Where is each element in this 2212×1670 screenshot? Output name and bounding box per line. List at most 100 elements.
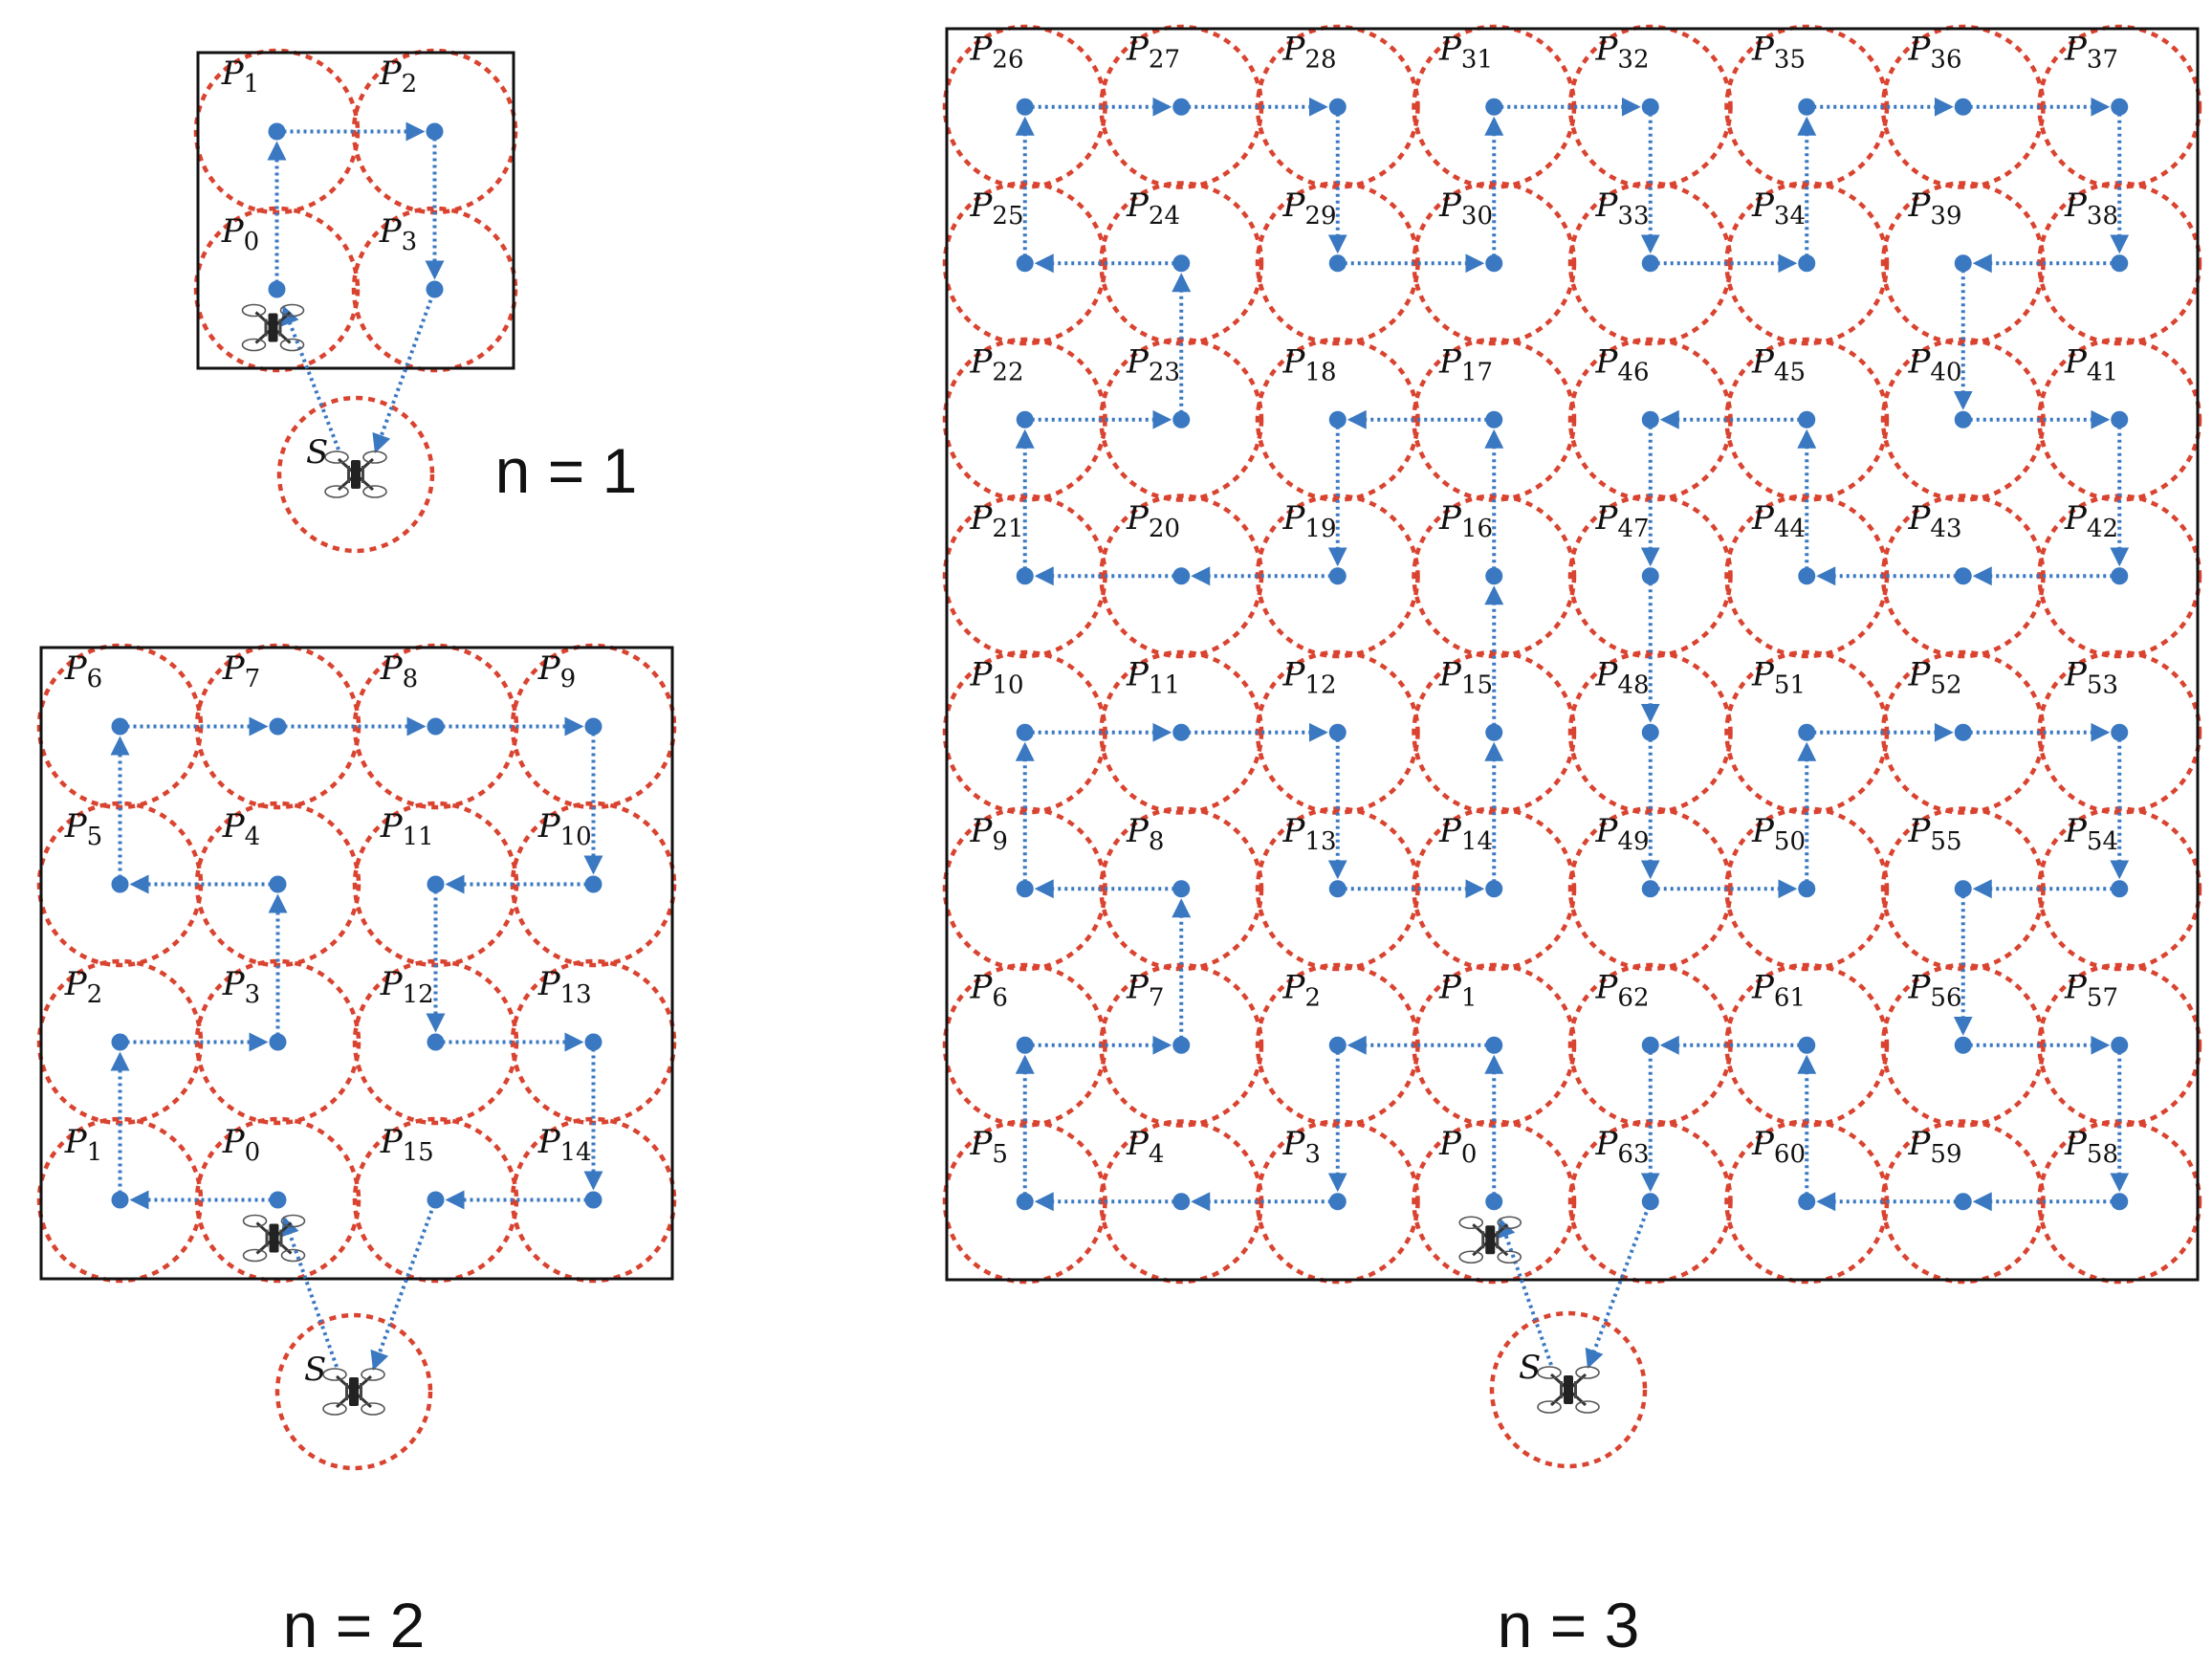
waypoint-p31 [1485, 98, 1503, 116]
waypoint-label-p4: P4 [1126, 1125, 1164, 1169]
caption-n1: n = 1 [495, 435, 638, 506]
waypoint-p34 [1798, 254, 1816, 273]
waypoint-label-p57: P57 [2064, 969, 2118, 1013]
waypoint-label-p7: P7 [222, 649, 260, 693]
area-frame [39, 646, 674, 1281]
waypoint-p26 [1016, 98, 1034, 116]
waypoint-label-p55: P55 [1908, 812, 1962, 856]
waypoint-label-p1: P1 [221, 55, 259, 99]
waypoint-p10 [584, 875, 602, 893]
waypoint-label-p42: P42 [2064, 499, 2118, 543]
waypoint-p25 [1016, 254, 1034, 273]
waypoint-p11 [1172, 723, 1191, 741]
start-coverage-circle [276, 395, 435, 554]
waypoint-label-p2: P2 [1282, 969, 1321, 1013]
waypoint-p19 [1328, 567, 1347, 585]
waypoint-label-p14: P14 [1438, 812, 1493, 856]
waypoint-label-p3: P3 [379, 212, 417, 256]
waypoint-p28 [1328, 98, 1347, 116]
waypoint-label-p36: P36 [1908, 31, 1962, 75]
waypoint-label-p13: P13 [1282, 812, 1337, 856]
waypoint-label-p63: P63 [1595, 1125, 1650, 1169]
waypoint-p39 [1954, 254, 1972, 273]
waypoint-p32 [1641, 98, 1659, 116]
waypoint-p9 [1016, 880, 1034, 898]
waypoint-p13 [584, 1033, 602, 1051]
waypoint-label-p6: P6 [970, 969, 1008, 1013]
waypoint-label-p47: P47 [1595, 499, 1650, 543]
waypoint-p12 [427, 1033, 445, 1051]
path-arrow [1585, 1211, 1649, 1370]
waypoint-p13 [1328, 880, 1347, 898]
waypoint-p61 [1798, 1036, 1816, 1054]
waypoint-label-p50: P50 [1751, 812, 1806, 856]
waypoint-p30 [1485, 254, 1503, 273]
waypoint-p4 [269, 875, 287, 893]
waypoint-p21 [1016, 567, 1034, 585]
waypoint-label-p13: P13 [537, 965, 592, 1009]
waypoint-label-p9: P9 [537, 649, 576, 693]
waypoint-label-p35: P35 [1751, 31, 1806, 75]
waypoint-label-p1: P1 [64, 1123, 102, 1167]
waypoint-label-p14: P14 [537, 1123, 592, 1167]
waypoint-label-p46: P46 [1595, 343, 1650, 387]
waypoint-label-p51: P51 [1751, 656, 1806, 700]
waypoint-p63 [1641, 1193, 1659, 1211]
waypoint-p48 [1641, 723, 1659, 741]
waypoint-p3 [426, 280, 444, 298]
waypoint-p49 [1641, 880, 1659, 898]
waypoint-p14 [1485, 880, 1503, 898]
drone-icon [1536, 1365, 1601, 1415]
coverage-circle [351, 206, 518, 373]
waypoint-label-p38: P38 [2064, 187, 2118, 231]
waypoint-p46 [1641, 410, 1659, 428]
waypoint-label-p15: P15 [1438, 656, 1493, 700]
waypoint-label-p40: P40 [1908, 343, 1962, 387]
coverage-circle [36, 801, 204, 968]
waypoint-p53 [2111, 723, 2129, 741]
waypoint-label-p4: P4 [222, 807, 260, 851]
drone-icon [323, 450, 388, 499]
waypoint-p7 [1172, 1036, 1191, 1054]
waypoint-p35 [1798, 98, 1816, 116]
waypoint-p22 [1016, 410, 1034, 428]
waypoint-p42 [2111, 567, 2129, 585]
start-label: S [1519, 1349, 1541, 1387]
waypoint-label-p10: P10 [970, 656, 1024, 700]
waypoint-label-p27: P27 [1126, 31, 1180, 75]
path-arrow [372, 299, 433, 453]
waypoint-label-p8: P8 [1126, 812, 1164, 856]
caption-n2: n = 2 [283, 1590, 426, 1660]
waypoint-p3 [1328, 1193, 1347, 1211]
waypoint-label-p11: P11 [380, 807, 434, 851]
path-arrow [280, 305, 340, 450]
waypoint-p14 [584, 1191, 602, 1209]
start-label: S [304, 1351, 326, 1389]
waypoint-label-p24: P24 [1126, 187, 1180, 231]
waypoint-label-p9: P9 [970, 812, 1008, 856]
waypoint-label-p21: P21 [970, 499, 1024, 543]
waypoint-p15 [1485, 723, 1503, 741]
waypoint-p45 [1798, 410, 1816, 428]
waypoint-label-p60: P60 [1751, 1125, 1806, 1169]
drone-icon [321, 1367, 386, 1417]
waypoint-p11 [427, 875, 445, 893]
waypoint-p1 [111, 1191, 129, 1209]
waypoint-p2 [1328, 1036, 1347, 1054]
waypoint-label-p8: P8 [380, 649, 418, 693]
waypoint-p4 [1172, 1193, 1191, 1211]
waypoint-p51 [1798, 723, 1816, 741]
drone-icon [241, 303, 305, 352]
waypoint-label-p15: P15 [380, 1123, 434, 1167]
waypoint-p58 [2111, 1193, 2129, 1211]
waypoint-label-p18: P18 [1282, 343, 1337, 387]
waypoint-p16 [1485, 567, 1503, 585]
waypoint-p33 [1641, 254, 1659, 273]
waypoint-p56 [1954, 1036, 1972, 1054]
waypoint-label-p20: P20 [1126, 499, 1180, 543]
waypoint-p43 [1954, 567, 1972, 585]
area-frame [196, 51, 515, 370]
waypoint-label-p3: P3 [1282, 1125, 1321, 1169]
